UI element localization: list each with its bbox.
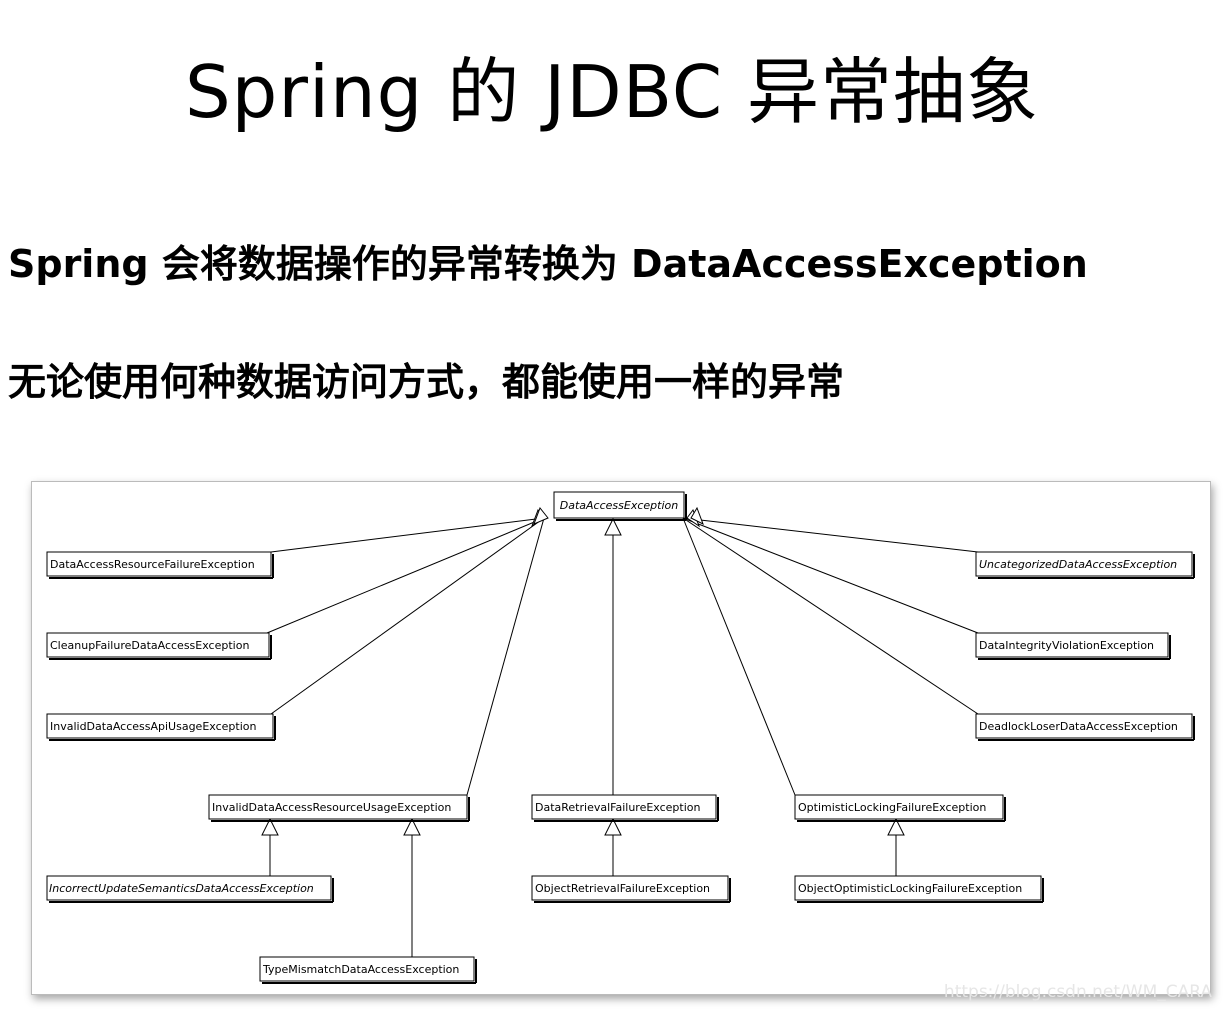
class-box: UncategorizedDataAccessException bbox=[975, 551, 1195, 579]
uml-class-diagram: DataAccessException DataAccessResourceFa… bbox=[31, 481, 1211, 995]
page-title: Spring 的 JDBC 异常抽象 bbox=[184, 50, 1040, 134]
class-box-root: DataAccessException bbox=[553, 491, 687, 521]
inheritance-lines bbox=[266, 517, 979, 957]
description-line-1: Spring 会将数据操作的异常转换为 DataAccessException bbox=[8, 242, 1088, 286]
class-box: DeadlockLoserDataAccessException bbox=[975, 713, 1195, 741]
class-name: DataRetrievalFailureException bbox=[535, 801, 701, 814]
class-box: DataAccessResourceFailureException bbox=[46, 551, 274, 579]
watermark: https://blog.csdn.net/WM_CARA bbox=[943, 982, 1212, 1002]
class-name: ObjectRetrievalFailureException bbox=[535, 882, 710, 895]
class-box: DataRetrievalFailureException bbox=[531, 794, 719, 822]
class-box: ObjectRetrievalFailureException bbox=[531, 875, 731, 903]
class-name: UncategorizedDataAccessException bbox=[979, 558, 1177, 571]
class-name: OptimisticLockingFailureException bbox=[798, 801, 986, 814]
class-name: DataAccessResourceFailureException bbox=[50, 558, 255, 571]
class-name: IncorrectUpdateSemanticsDataAccessExcept… bbox=[49, 882, 314, 895]
class-box: ObjectOptimisticLockingFailureException bbox=[794, 875, 1044, 903]
class-name: DataIntegrityViolationException bbox=[979, 639, 1154, 652]
class-box: IncorrectUpdateSemanticsDataAccessExcept… bbox=[46, 875, 334, 903]
class-name: InvalidDataAccessResourceUsageException bbox=[212, 801, 451, 814]
class-name-root: DataAccessException bbox=[560, 499, 678, 512]
class-box: OptimisticLockingFailureException bbox=[794, 794, 1006, 822]
class-box: CleanupFailureDataAccessException bbox=[46, 632, 272, 660]
class-name: TypeMismatchDataAccessException bbox=[262, 963, 459, 976]
class-name: ObjectOptimisticLockingFailureException bbox=[798, 882, 1022, 895]
class-name: InvalidDataAccessApiUsageException bbox=[50, 720, 256, 733]
class-box: InvalidDataAccessApiUsageException bbox=[46, 713, 276, 741]
class-box: TypeMismatchDataAccessException bbox=[259, 956, 477, 984]
class-name: CleanupFailureDataAccessException bbox=[50, 639, 249, 652]
class-box: InvalidDataAccessResourceUsageException bbox=[208, 794, 470, 822]
inheritance-arrowheads bbox=[261, 506, 905, 836]
description-line-2: 无论使用何种数据访问方式，都能使用一样的异常 bbox=[8, 360, 845, 404]
class-name: DeadlockLoserDataAccessException bbox=[979, 720, 1178, 733]
class-box: DataIntegrityViolationException bbox=[975, 632, 1171, 660]
